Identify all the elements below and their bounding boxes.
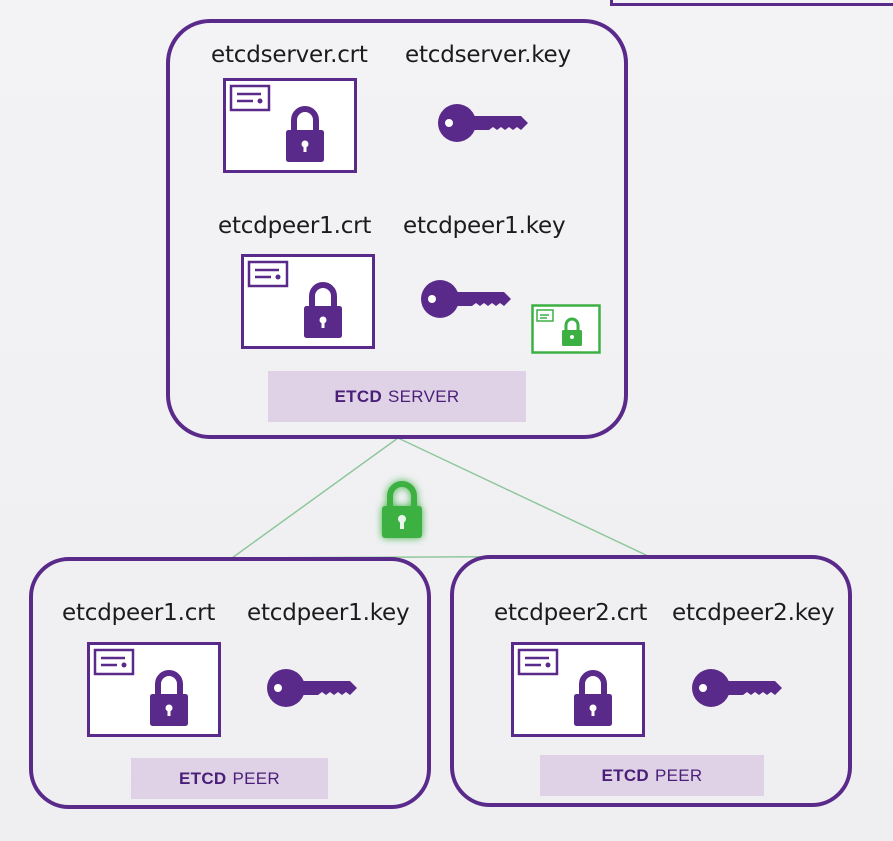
key-icon bbox=[438, 104, 528, 142]
key-icon bbox=[421, 280, 511, 318]
etcd-peer1-badge: ETCD PEER bbox=[131, 758, 328, 799]
certificate-icon bbox=[511, 642, 645, 737]
server-cert-label: etcdserver.crt bbox=[211, 42, 368, 68]
link-server-peer1 bbox=[231, 437, 399, 559]
badge-role-text: PEER bbox=[654, 765, 703, 785]
peer1-cert-label: etcdpeer1.crt bbox=[62, 600, 216, 626]
etcd-server-node bbox=[166, 19, 628, 439]
link-server-peer2 bbox=[397, 437, 649, 557]
certificate-icon bbox=[241, 254, 375, 349]
green-lock-icon bbox=[382, 481, 422, 538]
key-icon bbox=[267, 669, 357, 707]
etcd-peer1-node bbox=[29, 557, 431, 809]
etcd-peer2-badge: ETCD PEER bbox=[540, 755, 764, 796]
peer2-cert-label: etcdpeer2.crt bbox=[494, 600, 648, 626]
badge-role-text: SERVER bbox=[388, 386, 460, 406]
badge-strong-text: ETCD bbox=[601, 765, 649, 785]
server-peer-cert-label: etcdpeer1.crt bbox=[218, 213, 372, 239]
peer1-key-label: etcdpeer1.key bbox=[247, 600, 410, 626]
certificate-icon bbox=[223, 78, 357, 173]
peer2-key-label: etcdpeer2.key bbox=[672, 600, 835, 626]
badge-strong-text: ETCD bbox=[179, 768, 227, 788]
etcd-server-badge: ETCD SERVER bbox=[268, 371, 526, 422]
key-icon bbox=[692, 669, 782, 707]
badge-strong-text: ETCD bbox=[334, 386, 383, 406]
server-key-label: etcdserver.key bbox=[405, 42, 571, 68]
server-peer-key-label: etcdpeer1.key bbox=[403, 213, 566, 239]
badge-role-text: PEER bbox=[232, 768, 280, 788]
etcd-peer2-node bbox=[450, 555, 852, 807]
small-green-certificate-icon bbox=[531, 304, 601, 354]
certificate-icon bbox=[87, 642, 221, 737]
top-edge-frame bbox=[610, 0, 893, 6]
